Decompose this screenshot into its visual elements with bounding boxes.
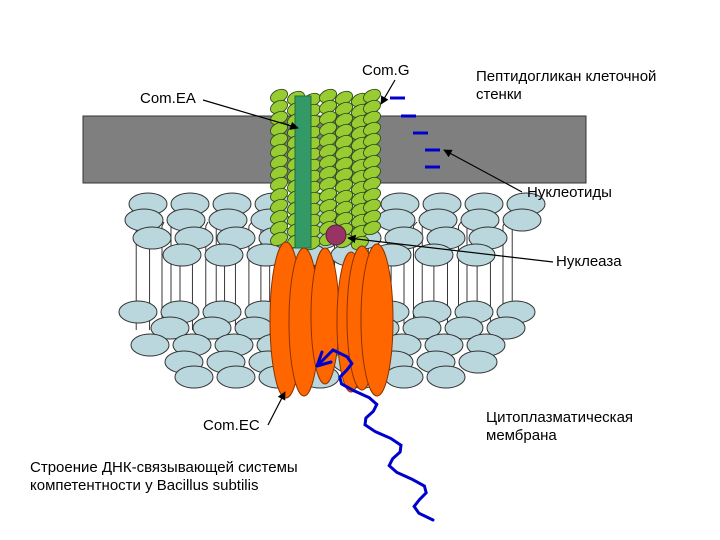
nucleotides-label: Нуклеотиды: [527, 184, 612, 202]
lipid-head: [503, 209, 541, 231]
lipid-head: [385, 366, 423, 388]
peptidoglycan-label: Пептидогликан клеточной стенки: [476, 68, 656, 104]
comea-channel: [295, 96, 311, 248]
lipid-head: [131, 334, 169, 356]
comec-pointer: [268, 392, 285, 425]
lipid-head: [205, 244, 243, 266]
membrane-label: Цитоплазматическая мембрана: [486, 409, 633, 445]
comec-subunit: [361, 244, 393, 396]
lipid-head: [427, 366, 465, 388]
comg-pilus: [268, 87, 382, 252]
lipid-head: [175, 366, 213, 388]
figure-caption: Строение ДНК-связывающей системы компете…: [30, 459, 298, 495]
comec-label: Com.EC: [203, 417, 260, 435]
comg-pointer: [381, 80, 395, 104]
comea-label: Com.EA: [140, 90, 196, 108]
comec-protein: [270, 242, 393, 398]
comg-label: Com.G: [362, 62, 410, 80]
lipid-head: [163, 244, 201, 266]
lipid-head: [217, 366, 255, 388]
nuclease-dot: [326, 225, 346, 245]
nuclease-label: Нуклеаза: [556, 253, 622, 271]
lipid-head: [133, 227, 171, 249]
lipid-head: [415, 244, 453, 266]
lipid-head: [459, 351, 497, 373]
lipid-head: [119, 301, 157, 323]
